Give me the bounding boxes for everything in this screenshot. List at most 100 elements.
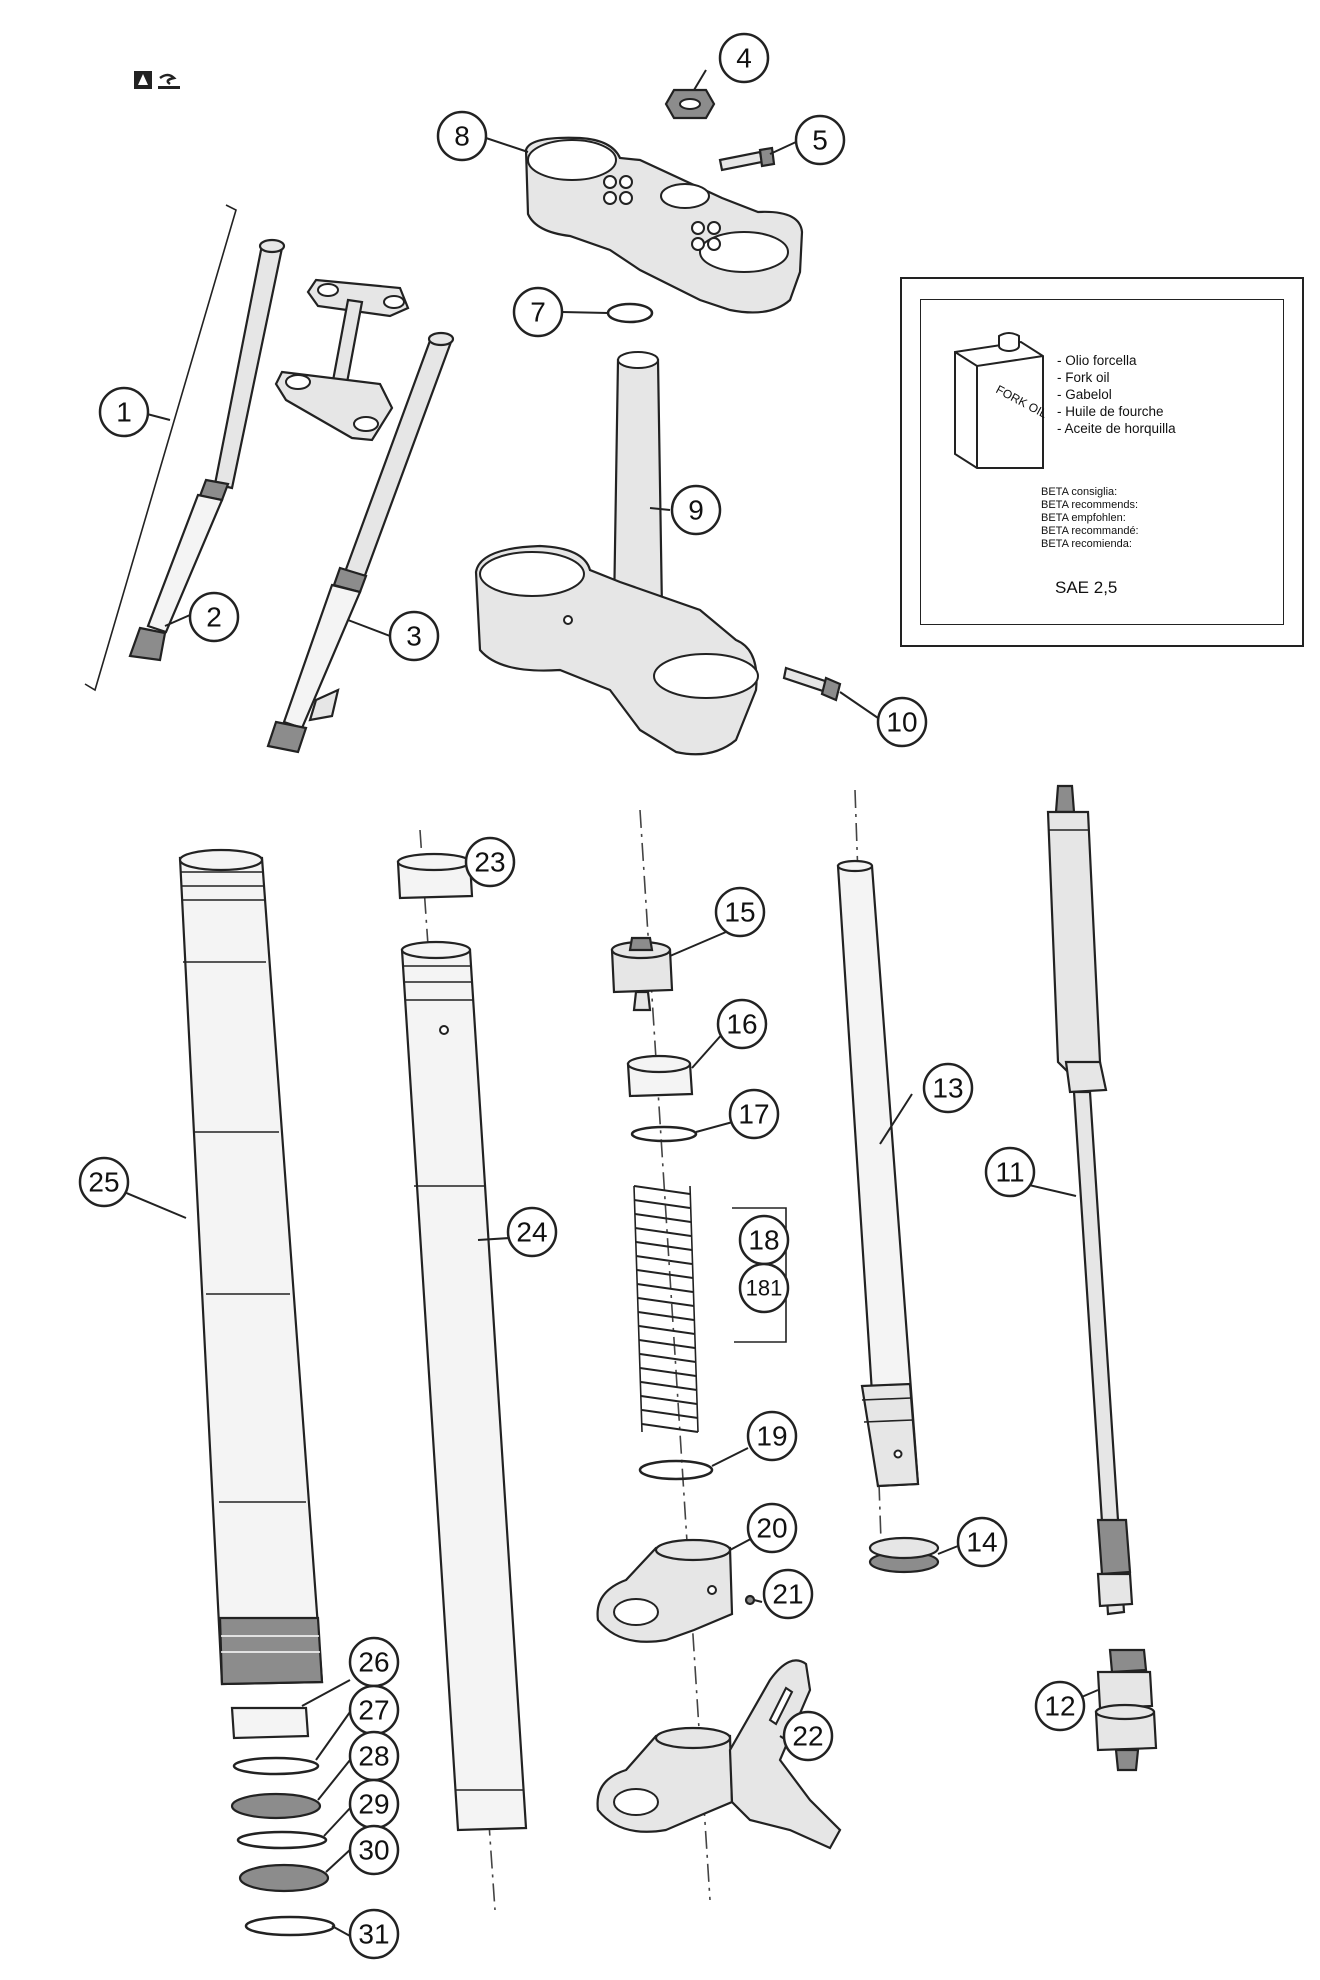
- callout-1: 1: [98, 386, 150, 438]
- outer-tube: [178, 848, 324, 1686]
- callout-14: 14: [956, 1516, 1008, 1568]
- cartridge-tube: [836, 859, 920, 1488]
- oil-name-en: - Fork oil: [1057, 370, 1110, 385]
- svg-text:15: 15: [724, 897, 755, 928]
- callout-5: 5: [794, 114, 846, 166]
- svg-text:17: 17: [738, 1099, 769, 1130]
- oil-name-it: - Olio forcella: [1057, 353, 1137, 368]
- recommends-de: BETA empfohlen:: [1041, 512, 1126, 524]
- lower-triple-clamp-with-stem: [474, 351, 759, 756]
- stem-nut: [664, 88, 716, 120]
- svg-text:16: 16: [726, 1009, 757, 1040]
- recommends-it: BETA consiglia:: [1041, 486, 1118, 498]
- recommends-en: BETA recommends:: [1041, 499, 1138, 511]
- top-cap: [610, 936, 674, 1012]
- callout-19: 19: [746, 1410, 798, 1462]
- svg-text:11: 11: [995, 1157, 1024, 1188]
- oil-name-list: - Olio forcella - Fork oil - Gabelol - H…: [1057, 352, 1176, 437]
- callout-15: 15: [714, 886, 766, 938]
- upper-triple-clamp: [524, 136, 804, 314]
- callout-26: 26: [348, 1636, 400, 1688]
- callout-12: 12: [1034, 1680, 1086, 1732]
- svg-text:181: 181: [746, 1276, 783, 1301]
- oil-grade: SAE 2,5: [1055, 578, 1118, 597]
- svg-text:21: 21: [772, 1579, 803, 1610]
- bushing: [230, 1706, 310, 1740]
- svg-text:7: 7: [530, 297, 546, 328]
- callout-29: 29: [348, 1778, 400, 1830]
- fork-foot: [596, 1538, 734, 1643]
- fork-spring: [633, 1185, 699, 1433]
- svg-text:1: 1: [116, 397, 132, 428]
- recommends-es: BETA recomienda:: [1041, 538, 1132, 550]
- fork-oil-info-box: FORK OIL - Olio forcella - Fork oil - Ga…: [900, 277, 1304, 647]
- svg-text:20: 20: [756, 1513, 787, 1544]
- spring-washer-lower: [638, 1459, 714, 1481]
- svg-text:5: 5: [812, 125, 828, 156]
- svg-text:9: 9: [688, 495, 704, 526]
- spacer: [626, 1054, 694, 1098]
- svg-text:8: 8: [454, 121, 470, 152]
- oil-name-es: - Aceite de horquilla: [1057, 421, 1176, 436]
- svg-text:3: 3: [406, 621, 422, 652]
- bleed-screw: [744, 1594, 756, 1606]
- dust-seal: [238, 1863, 330, 1893]
- callout-27: 27: [348, 1684, 400, 1736]
- svg-text:12: 12: [1044, 1691, 1075, 1722]
- fork-oil-info-frame: FORK OIL - Olio forcella - Fork oil - Ga…: [920, 299, 1284, 625]
- callout-7: 7: [512, 286, 564, 338]
- spring-washer-upper: [630, 1125, 698, 1143]
- callout-22: 22: [782, 1710, 834, 1762]
- callout-4: 4: [718, 32, 770, 84]
- svg-text:14: 14: [966, 1527, 997, 1558]
- svg-text:4: 4: [736, 43, 752, 74]
- svg-text:28: 28: [358, 1741, 389, 1772]
- callout-20: 20: [746, 1502, 798, 1554]
- fork-foot-with-guard: [596, 1659, 842, 1850]
- upper-bushing: [396, 852, 474, 900]
- callout-10: 10: [876, 696, 928, 748]
- washer: [232, 1756, 320, 1776]
- callout-25: 25: [78, 1156, 130, 1208]
- svg-text:31: 31: [358, 1919, 389, 1950]
- circlip: [236, 1830, 328, 1850]
- callout-23: 23: [464, 836, 516, 888]
- callout-17: 17: [728, 1088, 780, 1140]
- callout-9: 9: [670, 484, 722, 536]
- inner-tube: [400, 940, 528, 1832]
- svg-text:10: 10: [886, 707, 917, 738]
- callout-16: 16: [716, 998, 768, 1050]
- recommends-fr: BETA recommandé:: [1041, 525, 1139, 537]
- spring-bracket: [732, 1207, 787, 1343]
- svg-text:24: 24: [516, 1217, 547, 1248]
- callout-181: 181: [738, 1262, 790, 1314]
- damper-rod-assembly: [1046, 784, 1134, 1616]
- svg-text:30: 30: [358, 1835, 389, 1866]
- svg-text:26: 26: [358, 1647, 389, 1678]
- callout-3: 3: [388, 610, 440, 662]
- callout-30: 30: [348, 1824, 400, 1876]
- callout-11: 11: [984, 1146, 1036, 1198]
- svg-text:13: 13: [932, 1073, 963, 1104]
- svg-text:25: 25: [88, 1167, 119, 1198]
- svg-text:2: 2: [206, 602, 222, 633]
- callout-21: 21: [762, 1568, 814, 1620]
- oil-name-fr: - Huile de fourche: [1057, 404, 1164, 419]
- oil-can-icon: FORK OIL: [954, 332, 1047, 469]
- callout-24: 24: [506, 1206, 558, 1258]
- callout-8: 8: [436, 110, 488, 162]
- svg-text:29: 29: [358, 1789, 389, 1820]
- fork-assembly-overview: [84, 204, 455, 754]
- svg-text:22: 22: [792, 1721, 823, 1752]
- callout-28: 28: [348, 1730, 400, 1782]
- svg-text:23: 23: [474, 847, 505, 878]
- callout-2: 2: [188, 591, 240, 643]
- retaining-ring: [244, 1915, 336, 1937]
- svg-text:18: 18: [748, 1225, 779, 1256]
- svg-text:27: 27: [358, 1695, 389, 1726]
- oil-seal: [230, 1792, 322, 1820]
- svg-text:19: 19: [756, 1421, 787, 1452]
- oil-name-de: - Gabelol: [1057, 387, 1112, 402]
- clamp-bolt-lower: [782, 666, 842, 702]
